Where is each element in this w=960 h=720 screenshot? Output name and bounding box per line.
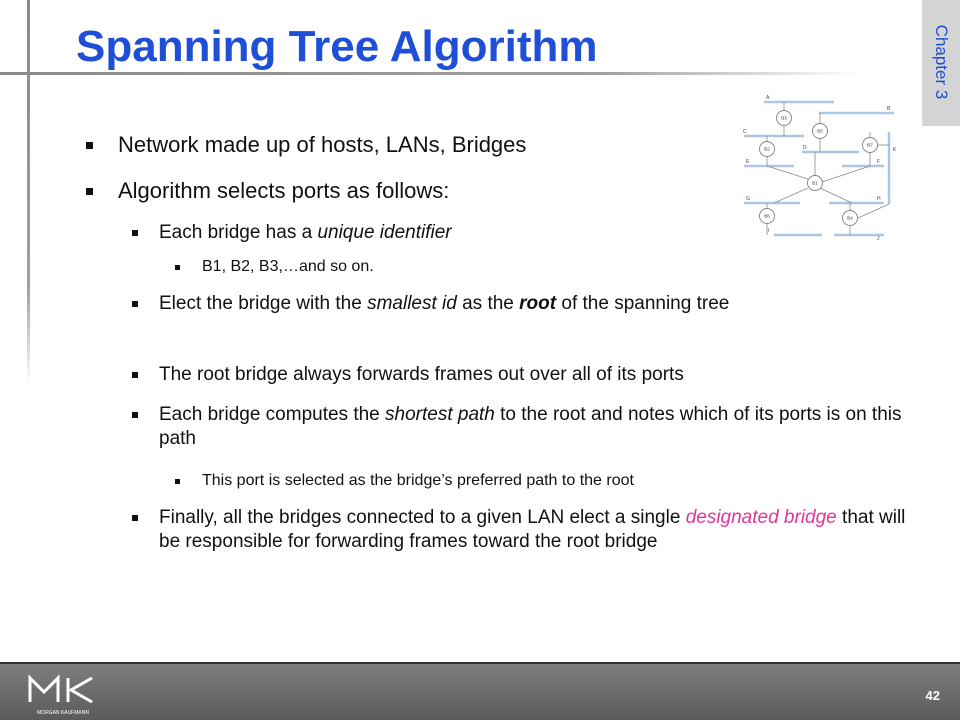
chapter-tab: Chapter 3	[922, 0, 960, 126]
emphasis-designated-bridge: designated bridge	[685, 507, 837, 528]
bullet-marker	[175, 479, 180, 484]
bullet-marker	[132, 412, 138, 418]
bullet-text: Algorithm selects ports as follows:	[118, 178, 450, 203]
bullet-preferred-port: This port is selected as the bridge’s pr…	[175, 471, 902, 491]
bullet-unique-identifier: Each bridge has a unique identifier	[132, 221, 919, 245]
bridge-b5-label: B5	[817, 129, 823, 134]
bridge-b4-label: B4	[847, 216, 853, 221]
bullet-text: Finally, all the bridges connected to a …	[159, 507, 686, 528]
bullet-marker	[132, 515, 138, 521]
bullet-network: Network made up of hosts, LANs, Bridges	[86, 132, 718, 158]
bullet-text: The root bridge always forwards frames o…	[159, 364, 684, 385]
lan-g-label: G	[746, 196, 750, 202]
bridge-b3-label: B3	[781, 116, 787, 121]
title-vertical-rule	[27, 0, 30, 385]
footer-bar: MORGAN KAUFMANN 42	[0, 662, 960, 720]
bullet-elect-root: Elect the bridge with the smallest id as…	[132, 292, 919, 316]
bullet-text: Each bridge computes the	[159, 404, 386, 425]
bullet-marker	[86, 142, 93, 149]
bridge-b7-label: B7	[867, 143, 873, 148]
bullet-root-forwards: The root bridge always forwards frames o…	[132, 363, 919, 387]
morgan-kaufmann-logo: MORGAN KAUFMANN	[28, 674, 93, 716]
emphasis-unique-identifier: unique identifier	[317, 222, 452, 243]
bullet-text: as the	[456, 293, 520, 314]
lan-h-label: H	[877, 196, 881, 202]
lan-a-label: A	[766, 95, 770, 101]
bullet-marker	[132, 301, 138, 307]
bullet-shortest-path: Each bridge computes the shortest path t…	[132, 403, 919, 451]
bridge-b2-label: B2	[764, 147, 770, 152]
bullet-marker	[175, 265, 180, 270]
title-horizontal-rule	[0, 72, 860, 75]
bullet-text: Network made up of hosts, LANs, Bridges	[118, 132, 527, 157]
lan-e-label: E	[746, 159, 750, 165]
bridge-b1-label: B1	[812, 181, 818, 186]
lan-c-label: C	[743, 129, 747, 135]
emphasis-smallest-id: smallest id	[367, 293, 457, 314]
bullet-marker	[86, 188, 93, 195]
page-number: 42	[925, 688, 940, 703]
emphasis-root: root	[519, 293, 557, 314]
bullet-designated-bridge: Finally, all the bridges connected to a …	[132, 506, 919, 554]
bullet-bridge-ids: B1, B2, B3,…and so on.	[175, 257, 902, 277]
bullet-marker	[132, 230, 138, 236]
lan-i-label: I	[768, 228, 769, 234]
lan-b-label: B	[887, 106, 891, 112]
lan-j-label: J	[877, 236, 880, 242]
chapter-label: Chapter 3	[932, 24, 951, 100]
lan-k-label: K	[893, 147, 897, 153]
bullet-text: This port is selected as the bridge’s pr…	[202, 472, 634, 489]
bullet-text: B1, B2, B3,…and so on.	[202, 258, 374, 275]
bullet-text: that will be responsible for forwarding …	[159, 507, 906, 552]
emphasis-shortest-path: shortest path	[385, 404, 495, 425]
bullet-text: Elect the bridge with the	[159, 293, 368, 314]
lan-d-label: D	[803, 145, 807, 151]
lan-f-label: F	[877, 159, 880, 165]
bullet-text: Each bridge has a	[159, 222, 318, 243]
bullet-text: of the spanning tree	[556, 293, 730, 314]
bullet-algorithm: Algorithm selects ports as follows:	[86, 178, 718, 204]
logo-caption: MORGAN KAUFMANN	[37, 710, 89, 716]
network-diagram: B3 B5 B2 B7 B1 B6 B4 A B C D E F G H I J…	[743, 95, 897, 242]
bullet-text: to the root and notes which of its ports…	[159, 404, 902, 449]
bridge-b6-label: B6	[764, 214, 770, 219]
bullet-marker	[132, 372, 138, 378]
slide-title: Spanning Tree Algorithm	[76, 22, 598, 71]
